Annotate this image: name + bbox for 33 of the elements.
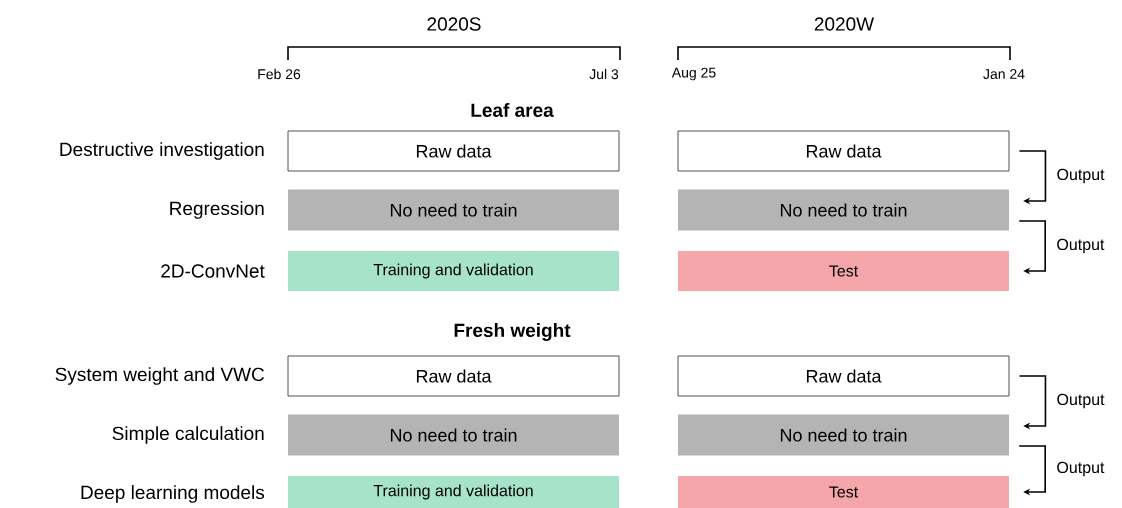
row-label: 2D-ConvNet — [161, 264, 265, 278]
process-box: Test — [678, 251, 1009, 291]
row-label: System weight and VWC — [55, 367, 265, 385]
bracket-arrow — [1018, 150, 1047, 205]
date-label: Jul 3 — [589, 68, 619, 80]
edge-label: Output — [1057, 461, 1105, 477]
process-box: Test — [678, 476, 1009, 508]
bracket-arrow — [1018, 445, 1046, 496]
edge-label: Output — [1057, 393, 1105, 409]
row-label: Simple calculation — [112, 426, 264, 444]
date-label: Feb 26 — [258, 68, 301, 80]
process-box: No need to train — [288, 414, 619, 456]
process-box: No need to train — [288, 189, 619, 231]
date-label: Jan 24 — [983, 69, 1025, 79]
process-box: Raw data — [677, 355, 1010, 397]
edge-label: Output — [1057, 168, 1105, 184]
process-box: Raw data — [287, 130, 620, 172]
process-box: Training and validation — [288, 251, 619, 291]
process-box: Training and validation — [288, 476, 619, 508]
process-box: Raw data — [287, 355, 620, 397]
bracket-arrow — [1018, 220, 1046, 275]
period-label: 2020W — [814, 17, 874, 31]
process-box: No need to train — [678, 414, 1009, 456]
process-box: Raw data — [677, 130, 1010, 172]
process-box: No need to train — [678, 189, 1009, 231]
bracket-arrow — [1018, 375, 1047, 430]
date-label: Aug 25 — [671, 67, 716, 81]
row-label: Destructive investigation — [60, 142, 264, 160]
row-label: Deep learning models — [81, 485, 265, 503]
edge-label: Output — [1057, 238, 1105, 254]
row-label: Regression — [170, 201, 264, 219]
period-label: 2020S — [427, 17, 481, 31]
section-heading: Fresh weight — [454, 323, 571, 341]
